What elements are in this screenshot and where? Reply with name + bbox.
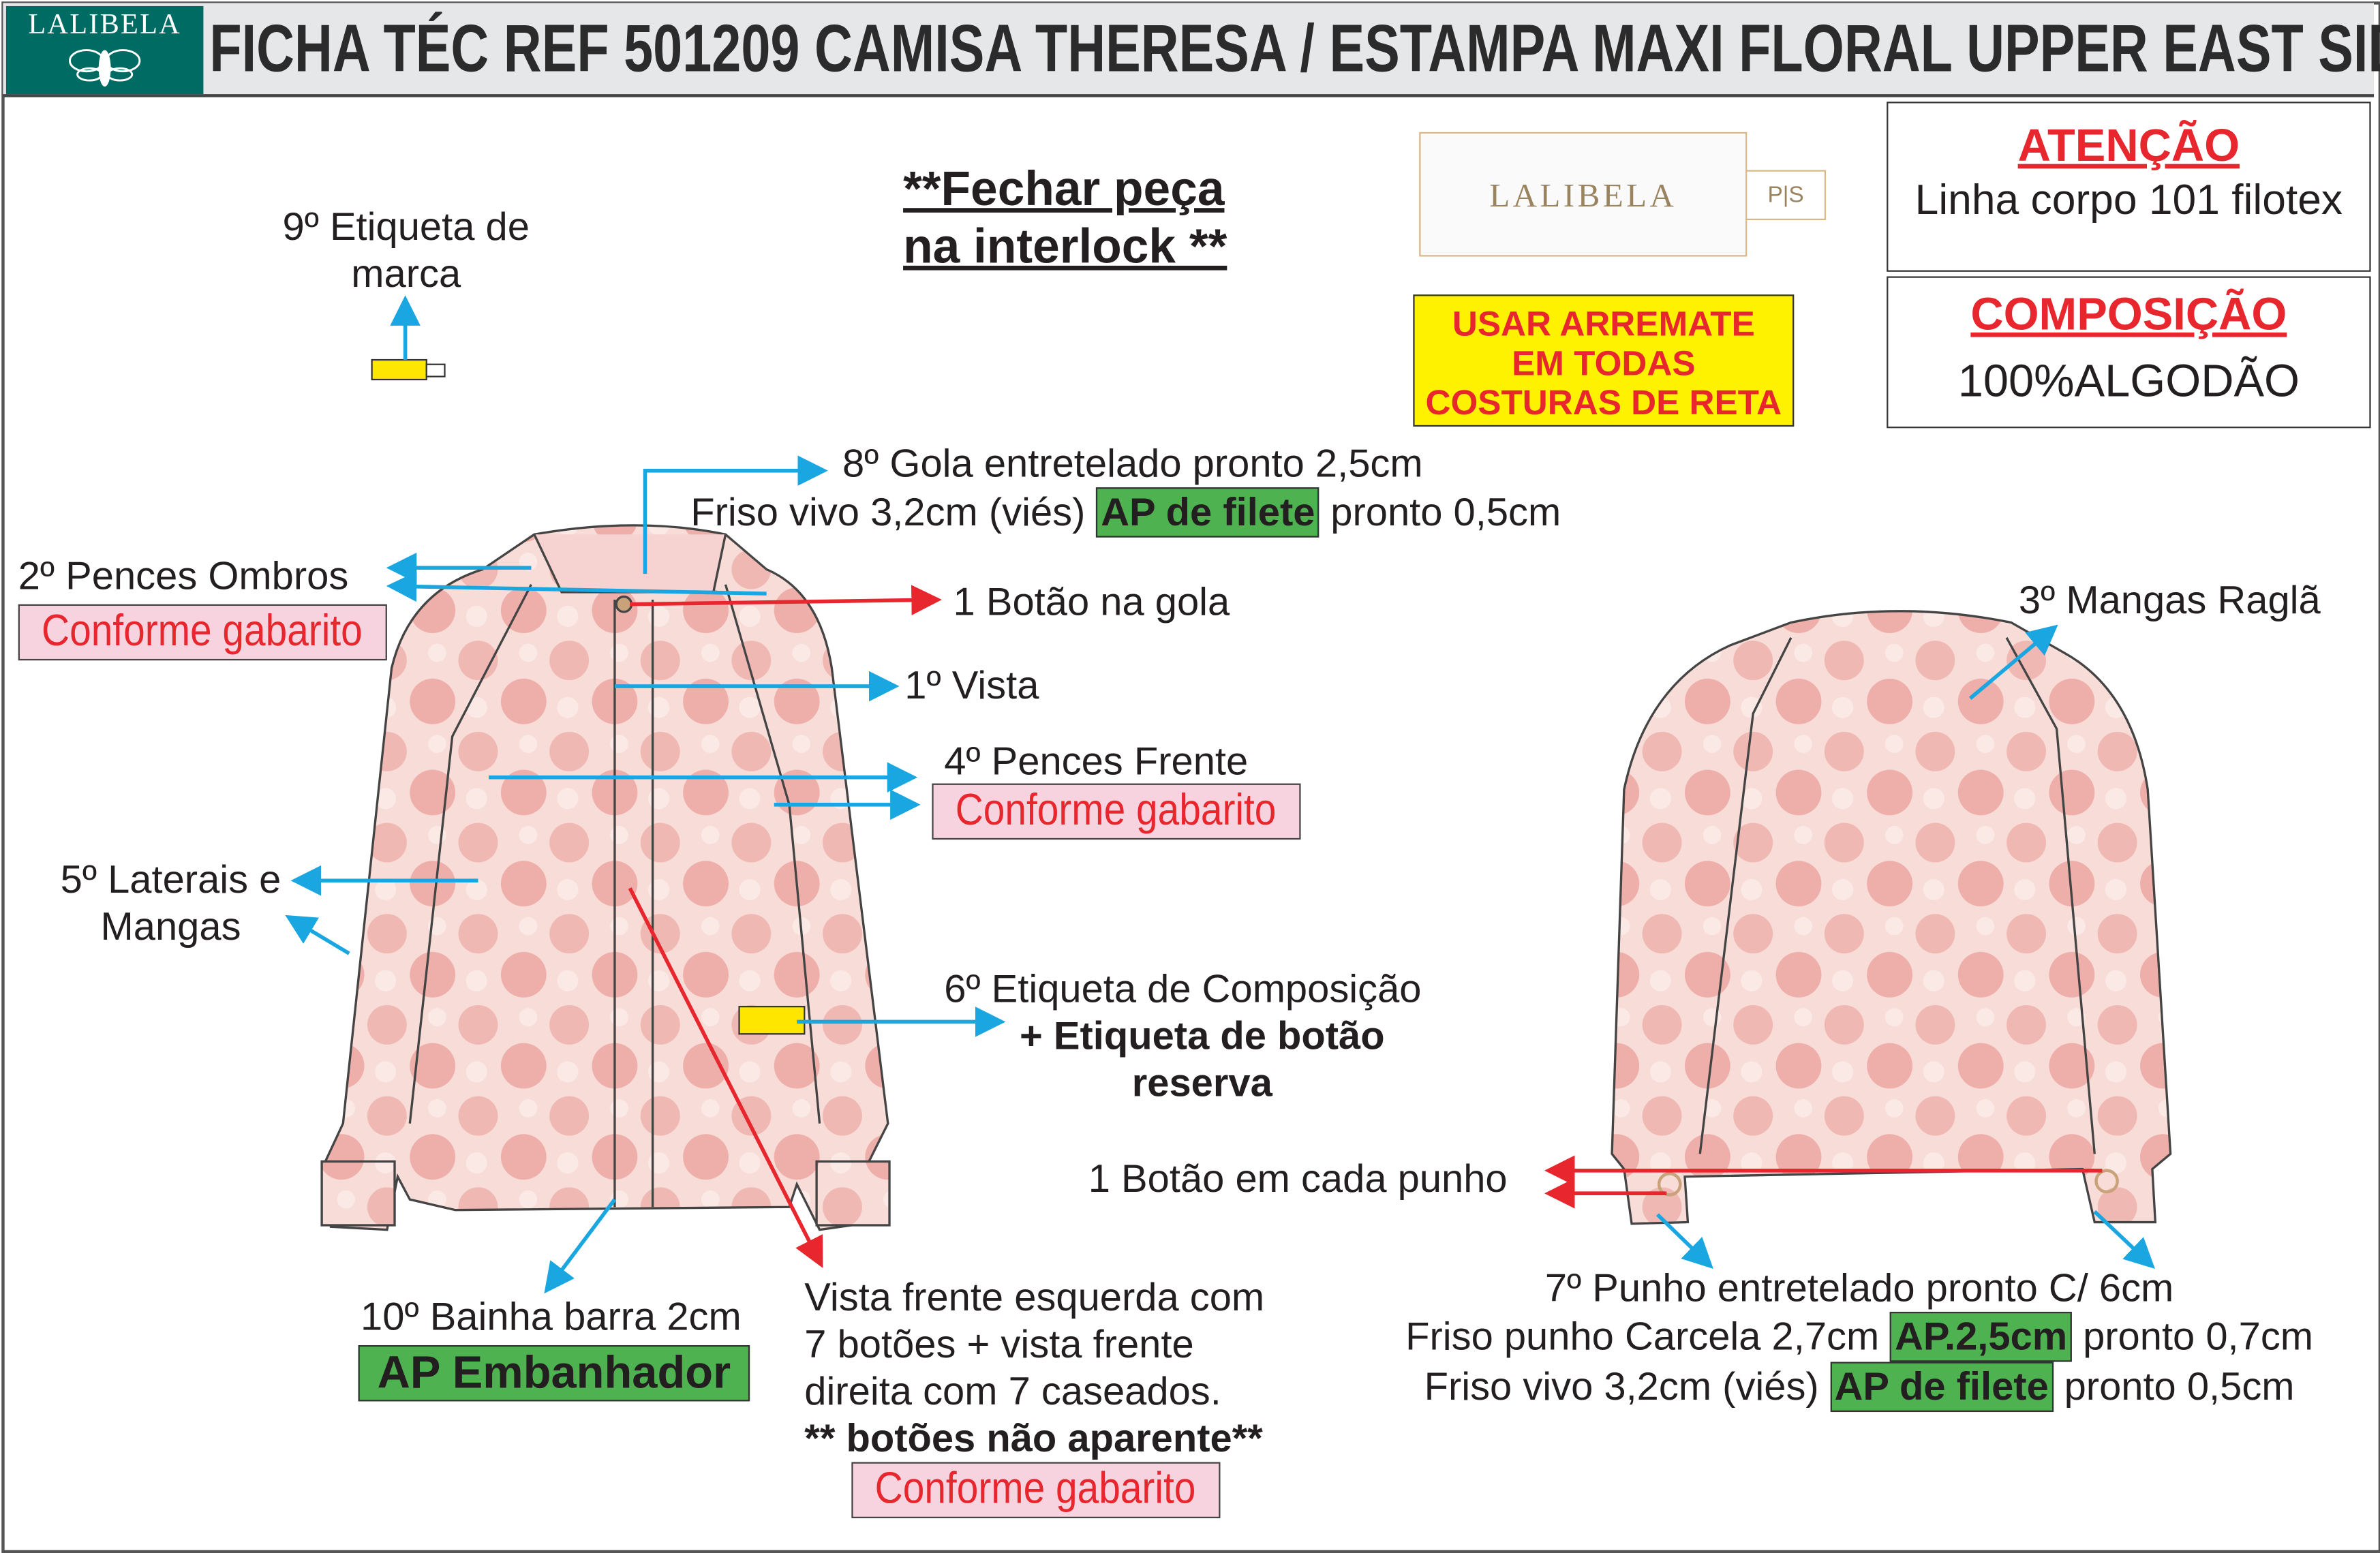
conforme-gabarito-badge: Conforme gabarito bbox=[18, 604, 387, 661]
composition-text: 100%ALGODÃO bbox=[1957, 356, 2300, 408]
attention-title: ATENÇÃO bbox=[2017, 121, 2240, 172]
arrow bbox=[643, 455, 828, 574]
text-line: direita com 7 caseados. bbox=[804, 1368, 1221, 1414]
text: pronto 0,5cm bbox=[1330, 489, 1561, 535]
text: pronto 0,5cm bbox=[2064, 1363, 2295, 1409]
arrow bbox=[544, 1198, 617, 1294]
text-line: 5º Laterais e bbox=[60, 856, 281, 902]
shoulder-darts-note: 2º Pences Ombros bbox=[18, 552, 349, 598]
text-line: 9º Etiqueta de bbox=[282, 203, 530, 249]
brand-label-image: LALIBELA bbox=[1419, 132, 1748, 257]
text-line: na interlock ** bbox=[903, 218, 1227, 274]
text-line: reserva bbox=[1131, 1060, 1272, 1105]
text-line: EM TODAS bbox=[1512, 343, 1696, 383]
sides-sleeves-note: 5º Laterais e Mangas bbox=[31, 857, 311, 951]
page-title: FICHA TÉC REF 501209 CAMISA THERESA / ES… bbox=[209, 12, 2380, 87]
brand-label-marker bbox=[371, 358, 427, 381]
conforme-gabarito-badge: Conforme gabarito bbox=[851, 1462, 1221, 1518]
collar-button-note: 1 Botão na gola bbox=[953, 578, 1230, 624]
front-darts-note: 4º Pences Frente bbox=[944, 737, 1249, 784]
brand-name: LALIBELA bbox=[28, 9, 181, 42]
arrow bbox=[285, 914, 350, 955]
composition-title: COMPOSIÇÃO bbox=[1970, 290, 2287, 341]
text-line: COSTURAS DE RETA bbox=[1425, 382, 1782, 422]
text: pronto 0,7cm bbox=[2083, 1313, 2314, 1359]
brand-logo: LALIBELA bbox=[5, 5, 204, 95]
bee-icon bbox=[68, 49, 141, 87]
warning-box: USAR ARREMATE EM TODAS COSTURAS DE RETA bbox=[1413, 294, 1795, 427]
cuff-notes: 7º Punho entretelado pronto C/ 6cm Friso… bbox=[1336, 1264, 2380, 1413]
back-shirt-drawing bbox=[1611, 610, 2172, 1225]
text-line: marca bbox=[351, 250, 461, 296]
hem-note: 10º Bainha barra 2cm bbox=[361, 1293, 742, 1340]
text: Friso vivo 3,2cm (viés) bbox=[690, 489, 1086, 535]
spare-button-label-note: + Etiqueta de botão reserva bbox=[990, 1013, 1415, 1107]
arrow bbox=[1968, 624, 2058, 701]
arrow bbox=[628, 887, 823, 1268]
front-shirt-drawing bbox=[320, 524, 891, 1231]
text: Conforme gabarito bbox=[956, 786, 1277, 835]
size-tag: P|S bbox=[1745, 170, 1827, 221]
red-arrows bbox=[628, 585, 2103, 1268]
ap-tag: AP Embanhador bbox=[358, 1345, 750, 1402]
brand-label-note: 9º Etiqueta de marca bbox=[258, 204, 554, 298]
collar-note: 8º Gola entretelado pronto 2,5cm bbox=[842, 440, 1423, 486]
text-line: Mangas bbox=[100, 903, 241, 949]
text: Conforme gabarito bbox=[42, 607, 363, 656]
conforme-gabarito-badge: Conforme gabarito bbox=[932, 783, 1301, 840]
raglan-sleeves-note: 3º Mangas Raglã bbox=[2018, 576, 2321, 623]
ap-tag: AP de filete bbox=[1829, 1362, 2054, 1413]
composition-box: COMPOSIÇÃO 100%ALGODÃO bbox=[1887, 276, 2371, 429]
ap-tag: AP de filete bbox=[1096, 487, 1320, 538]
text-line: USAR ARREMATE bbox=[1452, 303, 1755, 343]
size-text: P|S bbox=[1767, 182, 1804, 209]
arrow bbox=[1656, 1213, 1713, 1270]
text-line: **Fechar peça bbox=[903, 161, 1225, 216]
blue-arrows bbox=[285, 295, 2155, 1294]
placket-note: 1º Vista bbox=[904, 662, 1039, 708]
label-brand: LALIBELA bbox=[1489, 176, 1677, 215]
arrow bbox=[630, 585, 942, 615]
ap-tag: AP.2,5cm bbox=[1890, 1311, 2072, 1362]
arrow bbox=[2093, 1210, 2155, 1269]
hem-ap-badge: AP Embanhador bbox=[358, 1345, 750, 1402]
attention-box: ATENÇÃO Linha corpo 101 filotex bbox=[1887, 102, 2371, 272]
placket-description: Vista frente esquerda com 7 botões + vis… bbox=[804, 1274, 1264, 1462]
cuff-button-note: 1 Botão em cada punho bbox=[1088, 1155, 1508, 1201]
text-line: 7 botões + vista frente bbox=[804, 1321, 1194, 1367]
interlock-note: **Fechar peça na interlock ** bbox=[903, 159, 1227, 275]
text-line: ** botões não aparente** bbox=[804, 1415, 1263, 1461]
composition-label-note: 6º Etiqueta de Composição bbox=[944, 966, 1422, 1011]
arrow bbox=[386, 571, 767, 602]
text: Conforme gabarito bbox=[875, 1465, 1197, 1514]
collar-binding-note: Friso vivo 3,2cm (viés) AP de filete pro… bbox=[690, 487, 1561, 538]
header-bar bbox=[3, 3, 2375, 97]
attention-text: Linha corpo 101 filotex bbox=[1914, 176, 2343, 224]
composition-label-marker bbox=[738, 1006, 806, 1035]
text-line: + Etiqueta de botão bbox=[1019, 1013, 1385, 1058]
text-line: Vista frente esquerda com bbox=[804, 1274, 1265, 1320]
text: Friso vivo 3,2cm (viés) bbox=[1424, 1363, 1819, 1409]
text: Friso punho Carcela 2,7cm bbox=[1405, 1313, 1880, 1359]
text-line: 7º Punho entretelado pronto C/ 6cm bbox=[1544, 1264, 2174, 1310]
